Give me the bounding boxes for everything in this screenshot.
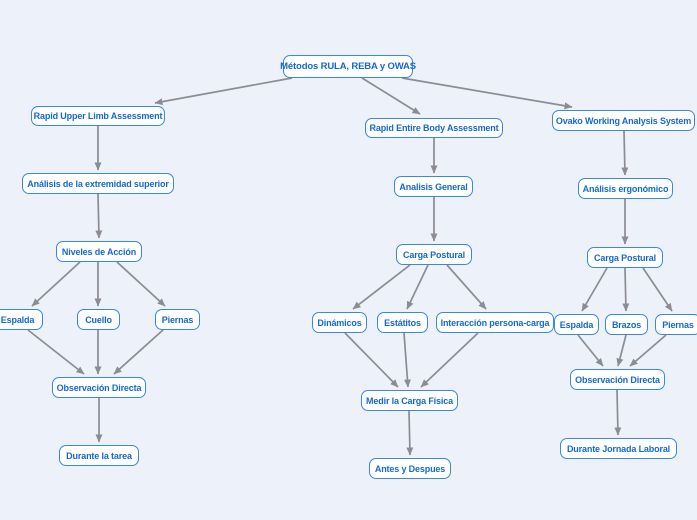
- node-ovako-working-analysis-system[interactable]: Ovako Working Analysis System: [552, 110, 695, 131]
- node-observacion-directa-left[interactable]: Observación Directa: [52, 377, 146, 398]
- node-metodos-rula-reba-owas[interactable]: Métodos RULA, REBA y OWAS: [280, 55, 416, 78]
- edge-analisis-extremidad-superior-to-niveles-de-accion: [95, 193, 103, 239]
- node-observacion-directa-right[interactable]: Observación Directa: [570, 369, 665, 390]
- edge-carga-postural-right-to-espalda-right: [581, 267, 608, 312]
- node-antes-y-despues[interactable]: Antes y Despues: [369, 458, 451, 479]
- edge-niveles-de-accion-to-piernas-left: [116, 261, 166, 307]
- edge-carga-postural-middle-to-estatitos: [406, 264, 429, 310]
- edge-niveles-de-accion-to-espalda-left: [31, 261, 81, 307]
- node-analisis-general[interactable]: Analisis General: [394, 176, 473, 197]
- edge-piernas-right-to-observacion-directa-right: [629, 334, 667, 367]
- edge-espalda-right-to-observacion-directa-right: [577, 334, 604, 367]
- edge-ovako-working-analysis-system-to-analisis-ergonomico: [621, 130, 629, 176]
- edge-carga-postural-right-to-brazos: [622, 267, 630, 312]
- edge-carga-postural-right-to-piernas-right: [642, 267, 673, 312]
- node-cuello[interactable]: Cuello: [77, 309, 120, 330]
- node-interaccion-persona-carga[interactable]: Interacción persona-carga: [436, 312, 554, 333]
- node-medir-la-carga-fisica[interactable]: Medir la Carga Física: [361, 390, 458, 411]
- node-rapid-upper-limb-assessment[interactable]: Rapid Upper Limb Assessment: [31, 106, 165, 126]
- node-espalda-left[interactable]: Espalda: [0, 309, 43, 330]
- edge-metodos-rula-reba-owas-to-rapid-upper-limb-assessment: [154, 77, 293, 106]
- node-analisis-extremidad-superior[interactable]: Análisis de la extremidad superior: [22, 173, 174, 194]
- node-carga-postural-right[interactable]: Carga Postural: [587, 247, 663, 268]
- node-carga-postural-middle[interactable]: Carga Postural: [396, 244, 472, 265]
- edge-carga-postural-middle-to-dinamicos: [352, 264, 411, 310]
- node-rapid-entire-body-assessment[interactable]: Rapid Entire Body Assessment: [365, 118, 503, 138]
- node-analisis-ergonomico[interactable]: Análisis ergonómico: [578, 178, 673, 199]
- edge-carga-postural-middle-to-interaccion-persona-carga: [446, 264, 487, 310]
- edge-dinamicos-to-medir-la-carga-fisica: [344, 332, 399, 388]
- node-brazos[interactable]: Brazos: [605, 314, 648, 335]
- edge-interaccion-persona-carga-to-medir-la-carga-fisica: [420, 332, 479, 388]
- edge-estatitos-to-medir-la-carga-fisica: [403, 332, 411, 388]
- edge-metodos-rula-reba-owas-to-rapid-entire-body-assessment: [361, 77, 421, 115]
- node-piernas-left[interactable]: Piernas: [155, 309, 200, 330]
- edge-metodos-rula-reba-owas-to-ovako-working-analysis-system: [401, 77, 573, 110]
- node-piernas-right[interactable]: Piernas: [655, 314, 697, 335]
- edge-medir-la-carga-fisica-to-antes-y-despues: [406, 410, 414, 456]
- node-durante-jornada-laboral[interactable]: Durante Jornada Laboral: [560, 438, 677, 459]
- edge-brazos-to-observacion-directa-right: [616, 334, 627, 367]
- edge-piernas-left-to-observacion-directa-left: [113, 329, 164, 375]
- edge-espalda-left-to-observacion-directa-left: [27, 329, 85, 375]
- node-dinamicos[interactable]: Dinámicos: [312, 312, 367, 333]
- node-estatitos[interactable]: Estátitos: [377, 312, 428, 333]
- node-niveles-de-accion[interactable]: Niveles de Acción: [56, 241, 142, 262]
- node-espalda-right[interactable]: Espalda: [554, 314, 599, 335]
- node-durante-la-tarea[interactable]: Durante la tarea: [59, 445, 139, 466]
- edge-observacion-directa-right-to-durante-jornada-laboral: [614, 389, 622, 436]
